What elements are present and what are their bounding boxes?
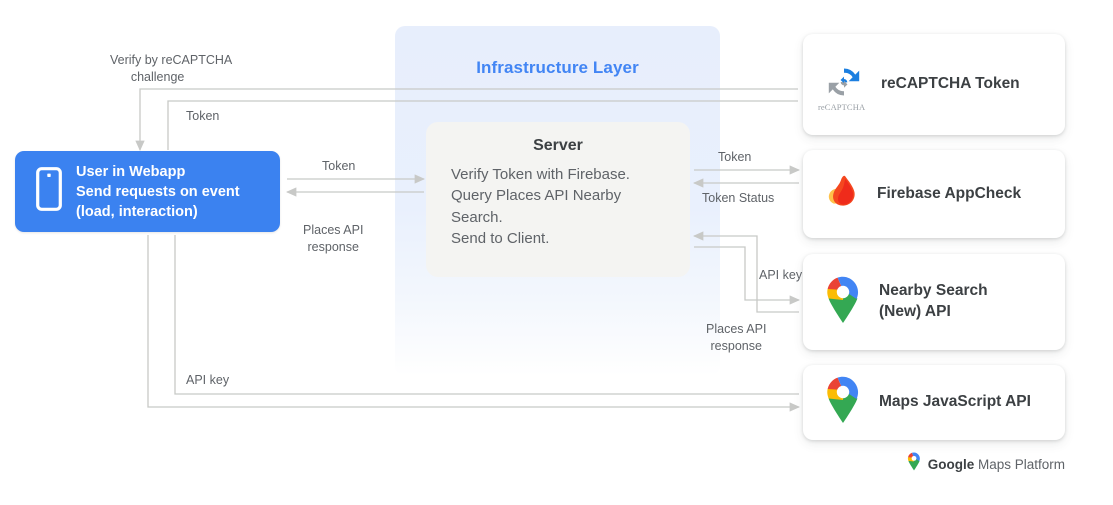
service-label-nearby-search: Nearby Search (New) API — [879, 282, 988, 320]
recaptcha-wordmark: reCAPTCHA — [818, 102, 866, 112]
webapp-line-3: (load, interaction) — [76, 203, 198, 220]
server-title: Server — [533, 137, 583, 154]
edge-label-token-left: Token — [186, 109, 220, 123]
edge-label-api-key-bottom: API key — [186, 373, 230, 387]
footer-suffix: Maps Platform — [974, 456, 1065, 472]
google-maps-pin-icon — [907, 452, 921, 476]
edge-label-token-right: Token — [718, 150, 752, 164]
google-maps-pin-icon — [825, 376, 861, 429]
google-maps-platform-footer: Google Maps Platform — [803, 452, 1065, 476]
edge-label-token-status: Token Status — [702, 191, 775, 205]
phone-icon — [36, 167, 62, 216]
google-maps-pin-icon — [825, 276, 861, 329]
server-line-2: Query Places API Nearby — [451, 187, 622, 205]
firebase-flame-icon — [825, 173, 859, 216]
webapp-line-1: User in Webapp — [76, 163, 186, 180]
edge-label-api-key-right: API key — [759, 268, 803, 282]
edge-label-verify-challenge: Verify by reCAPTCHA challenge — [110, 53, 233, 84]
server-line-4: Send to Client. — [451, 229, 550, 247]
recaptcha-icon: reCAPTCHA — [818, 63, 865, 112]
webapp-text-block: User in Webapp Send requests on event (l… — [76, 162, 240, 222]
server-description: Verify Token with Firebase. Query Places… — [451, 164, 690, 249]
edge-label-places-api-response-right: Places API response — [706, 322, 767, 353]
service-card-firebase[interactable]: Firebase AppCheck — [803, 150, 1065, 238]
service-label-recaptcha: reCAPTCHA Token — [881, 75, 1020, 93]
service-card-maps-javascript[interactable]: Maps JavaScript API — [803, 365, 1065, 440]
service-label-maps-javascript: Maps JavaScript API — [879, 393, 1031, 411]
service-card-nearby-search[interactable]: Nearby Search (New) API — [803, 254, 1065, 350]
user-webapp-box[interactable]: User in Webapp Send requests on event (l… — [15, 151, 280, 232]
server-line-1: Verify Token with Firebase. — [451, 166, 630, 183]
server-card[interactable]: Server Verify Token with Firebase. Query… — [426, 122, 690, 277]
footer-brand: Google — [927, 456, 975, 472]
service-label-firebase: Firebase AppCheck — [877, 184, 1022, 202]
edge-label-token-to-server: Token — [322, 159, 356, 173]
google-maps-platform-wordmark: Google Maps Platform — [928, 457, 1065, 472]
edge-label-places-api-response-left: Places API response — [303, 223, 364, 254]
service-card-recaptcha[interactable]: reCAPTCHA reCAPTCHA Token — [803, 34, 1065, 135]
server-line-3: Search. — [451, 208, 503, 226]
webapp-line-2: Send requests on event — [76, 183, 240, 200]
infrastructure-layer-title: Infrastructure Layer — [476, 58, 639, 77]
